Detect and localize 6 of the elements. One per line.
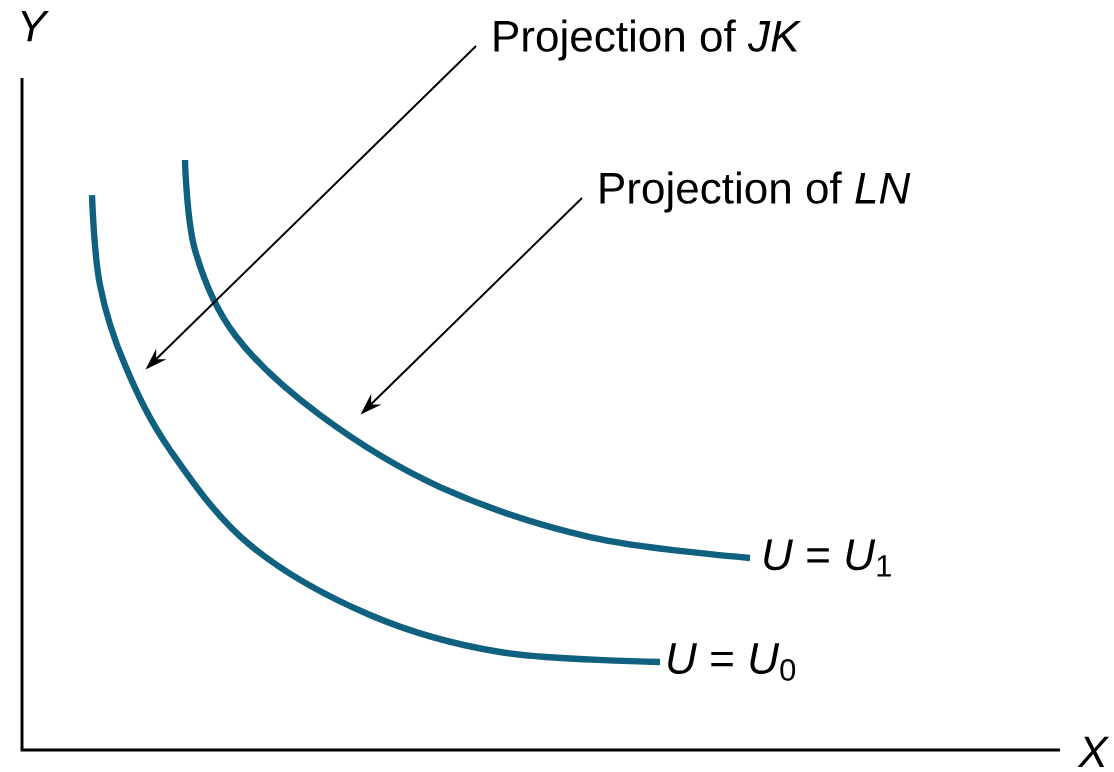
callout-text: Projection of LN: [600, 171, 911, 213]
callout-text: Projection of JK: [494, 19, 802, 61]
axis-label: Y: [21, 10, 49, 42]
curve-label: U = U$_{0}$: [668, 643, 796, 681]
curve-label: U = U$_{1}$: [764, 539, 891, 577]
axis-label: X: [1077, 736, 1110, 768]
